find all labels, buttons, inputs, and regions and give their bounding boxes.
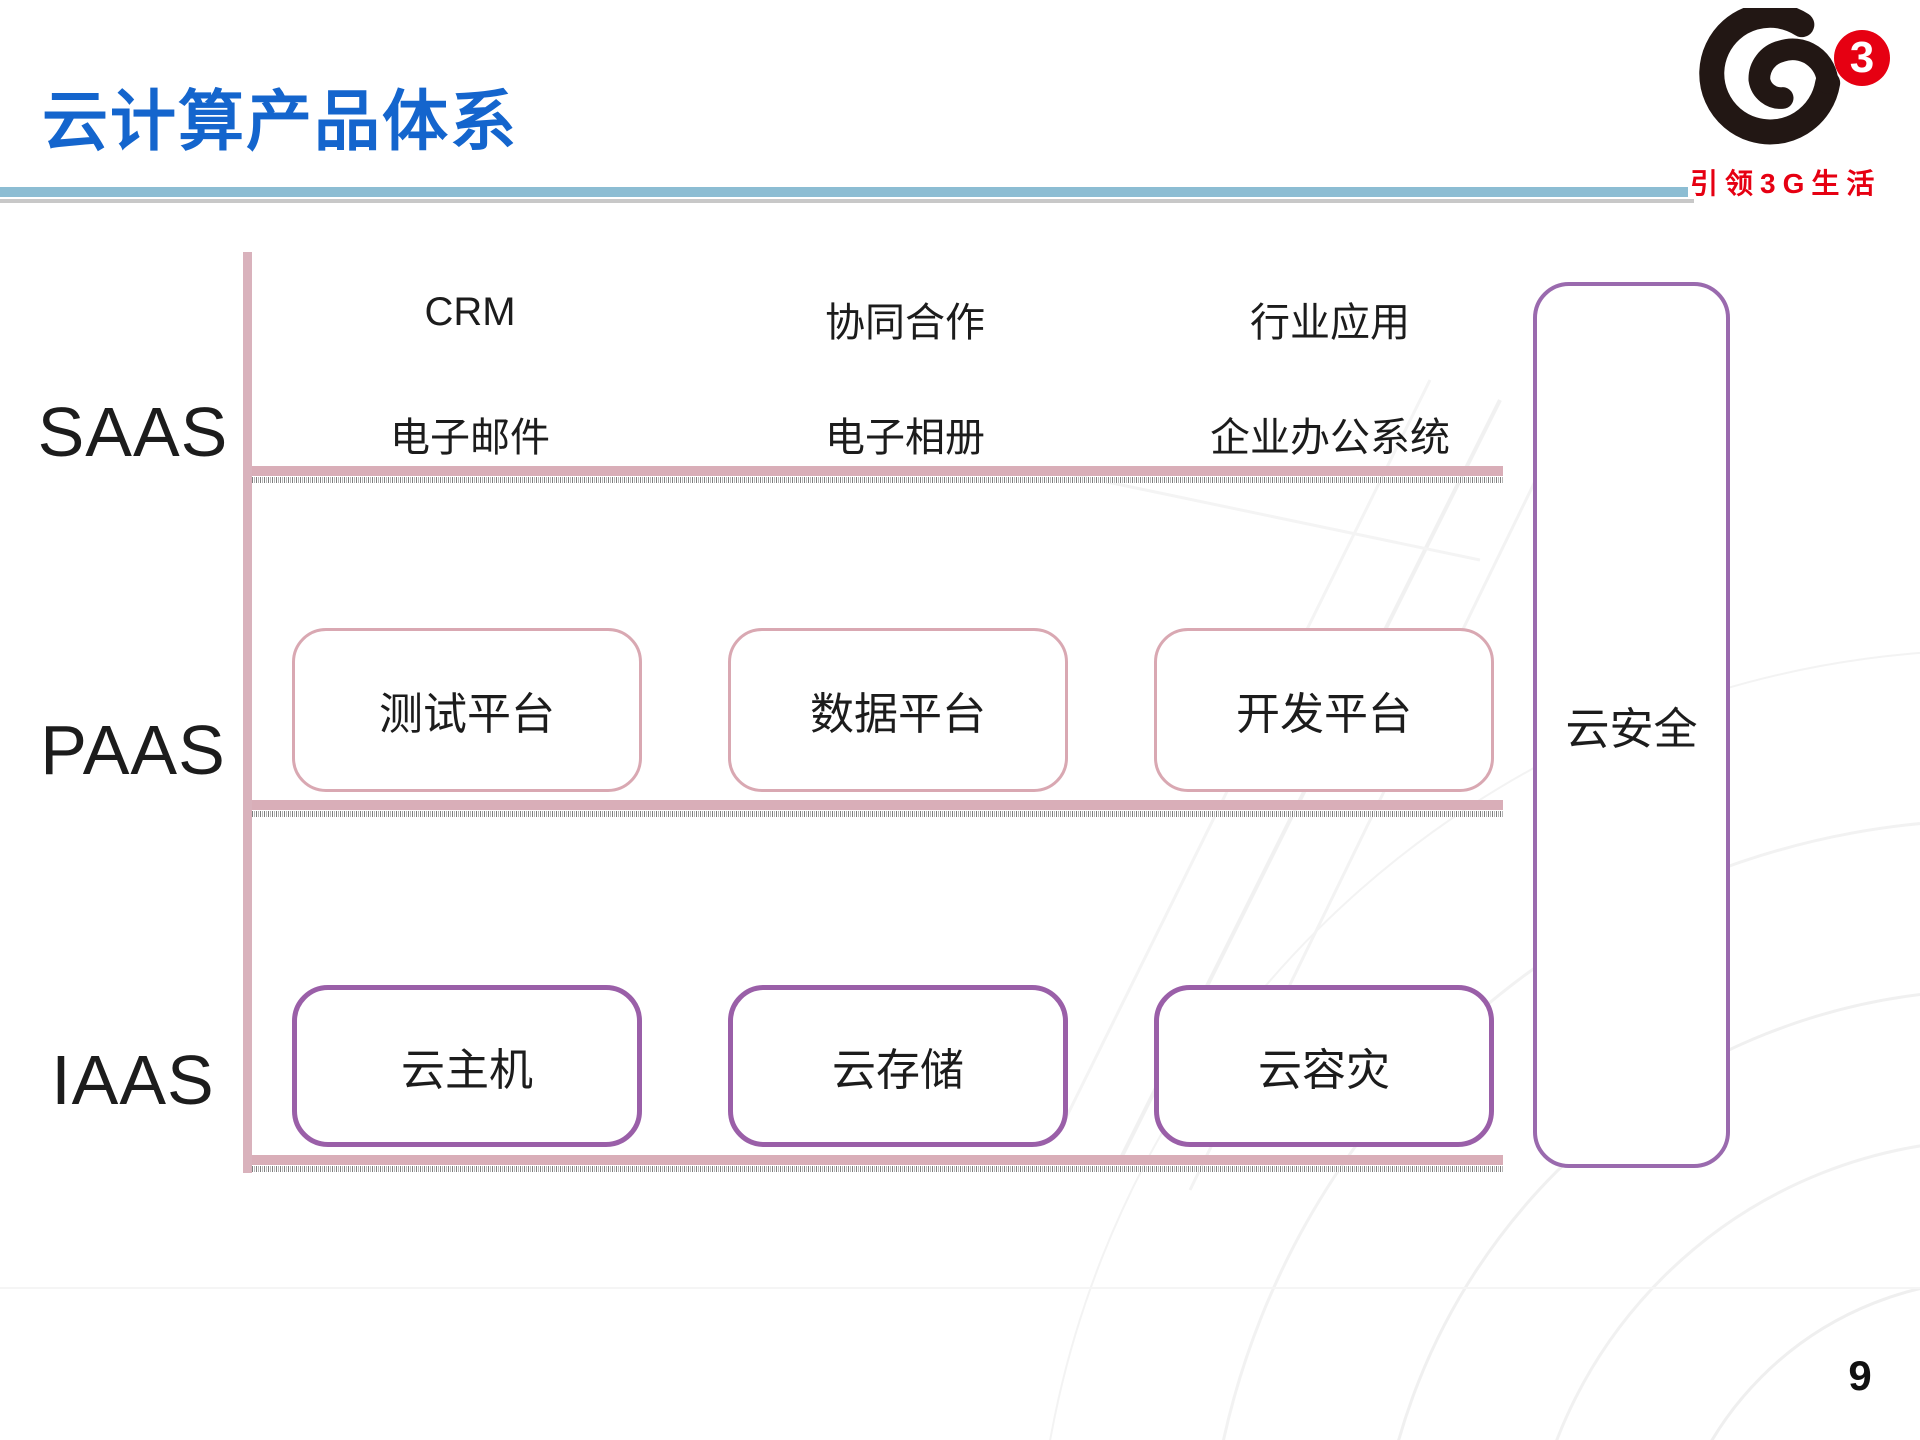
g3-badge: 3 [1834, 30, 1890, 86]
title-underline-shadow [0, 199, 1694, 203]
page-title: 云计算产品体系 [42, 84, 518, 158]
saas-item-photo-album: 电子相册 [825, 416, 985, 460]
paas-box-label: 数据平台 [810, 690, 986, 739]
iaas-box-cloud-storage: 云存储 [728, 985, 1068, 1147]
iaas-box-label: 云存储 [832, 1046, 964, 1095]
paas-box-label: 测试平台 [379, 690, 555, 739]
layer-label-saas: SAAS [37, 393, 229, 471]
paas-box-data-platform: 数据平台 [728, 628, 1068, 792]
separator-paas-iaas [252, 800, 1503, 817]
saas-item-office-system: 企业办公系统 [1210, 416, 1450, 460]
separator-saas-paas [252, 466, 1503, 483]
paas-box-dev-platform: 开发平台 [1154, 628, 1494, 792]
cloud-security-box: 云安全 [1533, 282, 1730, 1168]
layer-label-iaas: IAAS [51, 1041, 215, 1119]
g3-spiral-icon [1699, 8, 1841, 145]
g3-logo: 3 引领3G生活 [1690, 4, 1900, 204]
separator-hatch [252, 477, 1503, 483]
iaas-box-label: 云容灾 [1258, 1046, 1390, 1095]
title-underline [0, 187, 1688, 197]
separator-bar [252, 466, 1503, 476]
iaas-box-label: 云主机 [401, 1046, 533, 1095]
paas-box-label: 开发平台 [1236, 690, 1412, 739]
saas-item-crm: CRM [424, 290, 516, 334]
page-number: 9 [1848, 1352, 1872, 1399]
separator-bottom [252, 1155, 1503, 1172]
cloud-security-label: 云安全 [1565, 705, 1698, 754]
saas-item-industry-apps: 行业应用 [1250, 301, 1410, 345]
paas-box-test-platform: 测试平台 [292, 628, 642, 792]
iaas-box-cloud-disaster-recovery: 云容灾 [1154, 985, 1494, 1147]
separator-hatch [252, 1166, 1503, 1172]
saas-item-email: 电子邮件 [390, 416, 550, 460]
separator-hatch [252, 811, 1503, 817]
separator-bar [252, 800, 1503, 810]
diagram-axis-line [243, 252, 252, 1173]
layer-label-paas: PAAS [40, 711, 226, 789]
logo-tagline: 引领3G生活 [1690, 168, 1882, 199]
saas-item-collaboration: 协同合作 [825, 301, 985, 345]
iaas-box-cloud-host: 云主机 [292, 985, 642, 1147]
separator-bar [252, 1155, 1503, 1165]
